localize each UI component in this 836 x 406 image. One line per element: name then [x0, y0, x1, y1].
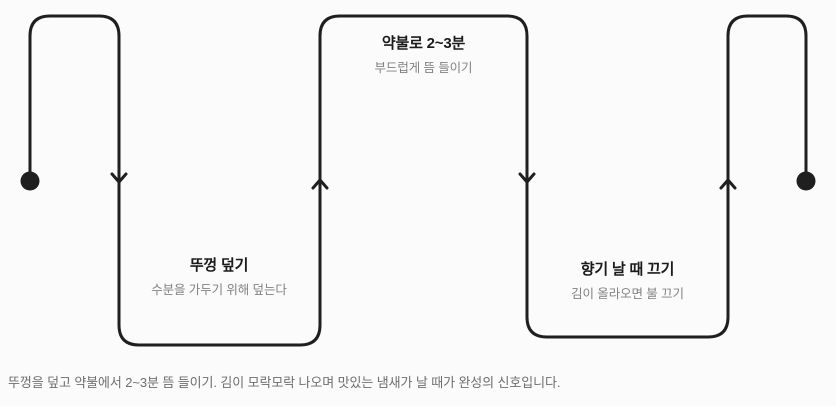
step-title: 뚜껑 덮기 [189, 257, 249, 274]
arrow-down-icon [518, 172, 536, 184]
flow-step-below: 향기 날 때 끄기 김이 올라오면 불 끄기 [527, 260, 728, 303]
diagram-caption: 뚜껑을 덮고 약불에서 2~3분 뜸 들이기. 김이 모락모락 나오며 맛있는 … [8, 375, 561, 390]
step-title: 향기 날 때 끄기 [580, 261, 675, 278]
step-subtitle: 부드럽게 뜸 들이기 [374, 61, 473, 76]
flow-step-below: 뚜껑 덮기 수분을 가두기 위해 덮는다 [118, 256, 320, 299]
end-dot [796, 171, 816, 191]
flow-step-above: 약불로 2~3분 부드럽게 뜸 들이기 [320, 34, 527, 77]
start-dot [20, 171, 40, 191]
step-subtitle: 수분을 가두기 위해 덮는다 [151, 283, 287, 298]
flow-path [28, 14, 808, 347]
arrow-up-icon [311, 178, 329, 190]
arrow-down-icon [110, 172, 128, 184]
arrow-up-icon [719, 178, 737, 190]
step-title: 약불로 2~3분 [381, 35, 466, 52]
step-subtitle: 김이 올라오면 불 끄기 [571, 287, 684, 302]
